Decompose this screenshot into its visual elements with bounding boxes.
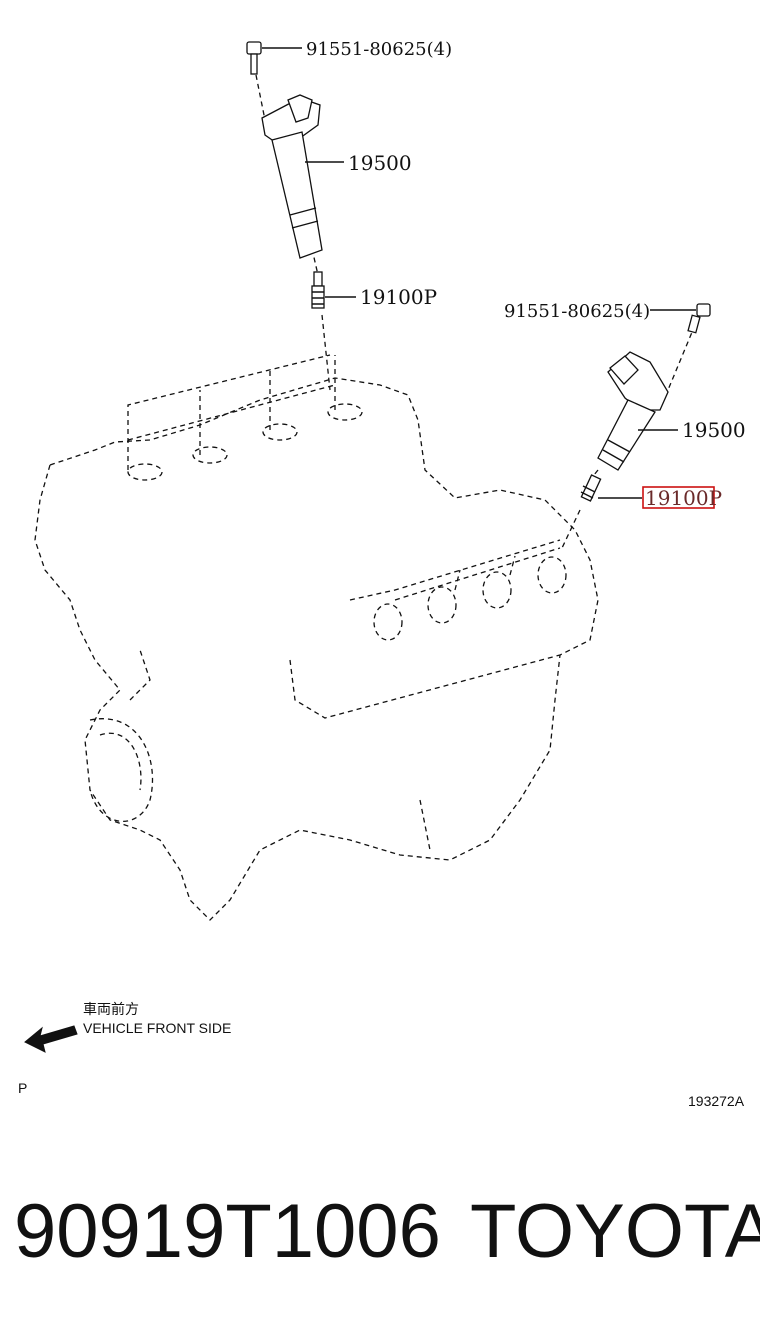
direction-japanese: 車両前方 xyxy=(83,1001,139,1017)
bolt-right-icon xyxy=(687,303,711,334)
right-assembly xyxy=(561,303,711,549)
highlight-box xyxy=(642,486,715,509)
callout-coil-top[interactable]: 19500 xyxy=(348,151,412,175)
callout-bolt-right: 91551-80625(4) xyxy=(504,301,650,322)
callout-plug-top[interactable]: 19100P xyxy=(360,285,437,309)
callout-plug-right[interactable]: 19100P xyxy=(645,486,722,510)
right-bank-holes xyxy=(373,547,567,641)
callout-bolt-top: 91551-80625(4) xyxy=(306,39,452,60)
bolt-top-icon xyxy=(246,41,262,75)
engine-outline xyxy=(34,377,599,921)
corner-letter: P xyxy=(18,1080,27,1096)
ignition-coil-top-icon xyxy=(261,94,323,259)
leader-lines xyxy=(262,47,696,499)
spark-plug-top-icon xyxy=(311,271,325,309)
callout-coil-right[interactable]: 19500 xyxy=(682,418,746,442)
figure-number: 193272A xyxy=(688,1093,745,1109)
spark-plug-right-icon xyxy=(580,474,602,502)
front-direction-arrow-icon xyxy=(24,1025,78,1053)
direction-english: VEHICLE FRONT SIDE xyxy=(83,1020,231,1036)
part-number: 90919T1006 xyxy=(14,1189,441,1274)
top-assembly xyxy=(246,41,331,391)
ignition-coil-right-icon xyxy=(597,351,669,471)
brand-name: TOYOTA xyxy=(470,1189,760,1274)
top-bank-holes xyxy=(127,354,363,481)
